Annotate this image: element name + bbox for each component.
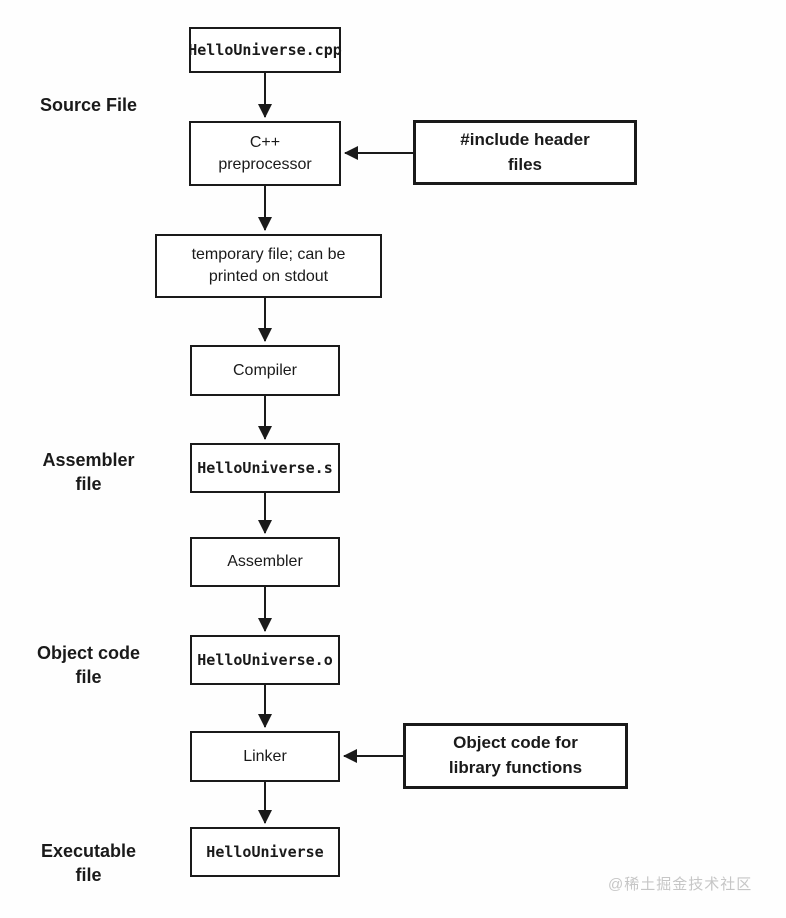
label-assembler-file: Assembler file	[42, 450, 135, 494]
source-file-box: HelloUniverse.cpp	[188, 27, 342, 73]
assembler-file-box: HelloUniverse.s	[190, 443, 340, 493]
label-source-file: Source File	[39, 95, 138, 115]
compiler-box: Compiler	[190, 345, 340, 396]
temp-file-box: temporary file; can be printed on stdout	[155, 234, 382, 298]
label-executable-file: Executable file	[40, 841, 137, 885]
assembler-box: Assembler	[190, 537, 340, 587]
label-object-code-file: Object code file	[36, 643, 141, 687]
preprocessor-box: C++ preprocessor	[189, 121, 341, 186]
linker-box: Linker	[190, 731, 340, 782]
watermark: @稀土掘金技术社区	[608, 876, 753, 893]
include-header-callout: #include header files	[413, 120, 637, 185]
executable-box: HelloUniverse	[190, 827, 340, 877]
library-objects-callout: Object code for library functions	[403, 723, 628, 789]
object-file-box: HelloUniverse.o	[190, 635, 340, 685]
